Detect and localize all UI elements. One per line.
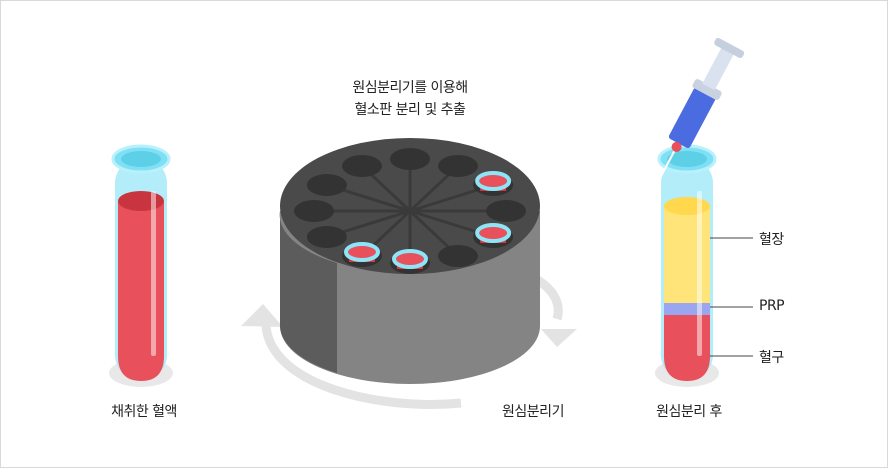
centrifuge bbox=[279, 138, 540, 384]
rotor-slot bbox=[306, 174, 347, 196]
after-centrifuge-label: 원심분리 후 bbox=[656, 404, 722, 420]
rotor-slot bbox=[486, 200, 526, 222]
separated-blood-tube bbox=[655, 144, 753, 387]
caption-line-2: 혈소판 분리 및 추출 bbox=[354, 102, 466, 118]
rotor-slot bbox=[438, 245, 478, 268]
centrifuge-caption: 원심분리기를 이용해 혈소판 분리 및 추출 bbox=[352, 77, 468, 121]
collected-blood-tube bbox=[109, 144, 173, 387]
rotor-slot-with-tube bbox=[390, 249, 430, 274]
rotor-slot bbox=[390, 148, 430, 170]
centrifuge-label: 원심분리기 bbox=[502, 404, 564, 420]
rotor-slot-with-tube bbox=[342, 242, 382, 268]
rotor-slot-with-tube bbox=[473, 223, 514, 248]
plasma-label: 혈장 bbox=[759, 232, 784, 248]
arrow-head-right bbox=[541, 329, 577, 347]
arrow-head-left bbox=[241, 304, 283, 327]
collected-blood-label: 채취한 혈액 bbox=[111, 404, 177, 420]
rotor-slot-with-tube bbox=[473, 171, 514, 196]
rotation-arrow bbox=[261, 275, 563, 409]
caption-line-1: 원심분리기를 이용해 bbox=[352, 80, 468, 96]
syringe bbox=[644, 38, 745, 206]
prp-label: PRP bbox=[759, 298, 785, 314]
rotor-slot bbox=[306, 226, 347, 248]
rotor-slot bbox=[294, 200, 334, 222]
rotor-slot bbox=[342, 154, 382, 177]
blood-cells-label: 혈구 bbox=[759, 350, 784, 366]
rotor-slot bbox=[438, 154, 478, 177]
